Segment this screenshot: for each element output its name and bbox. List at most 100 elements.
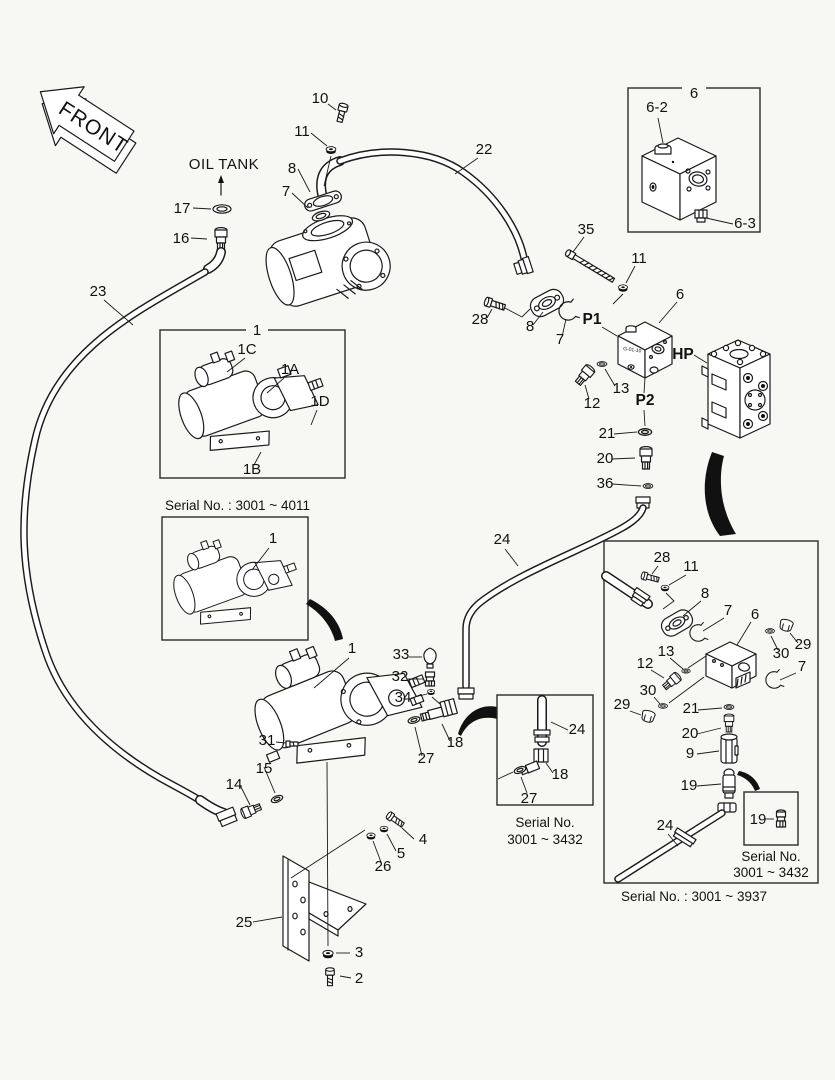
callout-1A: 1A — [281, 361, 299, 378]
part-15-oring — [269, 793, 285, 805]
port-label-p2: P2 — [636, 392, 655, 409]
callout-24-smallbox: 24 — [569, 721, 586, 738]
callout-19-box: 19 — [681, 777, 698, 794]
part-26-washer — [366, 832, 376, 840]
callout-1-box1: 1 — [253, 322, 261, 339]
part-8-flange-mid — [529, 288, 565, 318]
callout-19-inner: 19 — [750, 811, 767, 828]
callout-1D: 1D — [310, 393, 329, 410]
part-29-plug-box-l — [640, 708, 657, 724]
callout-8-mid: 8 — [526, 318, 534, 335]
part-36-oring — [642, 483, 654, 489]
callout-21-mid: 21 — [599, 425, 616, 442]
callout-36: 36 — [597, 475, 614, 492]
callout-16: 16 — [173, 230, 190, 247]
part-27-oring-main — [406, 714, 422, 726]
callout-18-smallbox: 18 — [552, 766, 569, 783]
curved-arrow-small-box — [458, 706, 497, 736]
callout-22: 22 — [476, 141, 493, 158]
callout-8-top: 8 — [288, 160, 296, 177]
block-marking: G-01-10 — [623, 346, 642, 355]
callout-25: 25 — [236, 914, 253, 931]
callout-11-top: 11 — [294, 123, 310, 140]
part-31-bolt — [285, 740, 299, 748]
callout-1-main: 1 — [348, 640, 356, 657]
pump-top-assembly — [265, 215, 391, 307]
part-5-washer — [379, 825, 389, 833]
callout-6-3: 6-3 — [734, 215, 756, 232]
serial-note-3937: Serial No. : 3001 ~ 3937 — [621, 889, 767, 904]
callout-32: 32 — [392, 668, 409, 685]
part-3-nut — [322, 949, 334, 959]
inset-box-6: 6 6-2 6-3 — [627, 82, 761, 233]
serial-note-4011: Serial No. : 3001 ~ 4011 — [165, 498, 310, 513]
hose-24-box — [614, 802, 737, 883]
callout-6-2: 6-2 — [646, 99, 668, 116]
callout-23: 23 — [90, 283, 107, 300]
callout-24-box: 24 — [657, 817, 674, 834]
part-4-bolt — [384, 810, 406, 829]
serial-note-3432-b1: Serial No. — [741, 849, 800, 864]
hose-24-main — [457, 496, 651, 700]
elbow-22-flange — [304, 156, 345, 212]
part-13-washer-mid — [596, 361, 608, 367]
callout-10: 10 — [312, 90, 329, 107]
part-19-fitting-box — [722, 768, 736, 799]
part-14-fitting — [239, 801, 263, 820]
part-28-bolt-box — [639, 570, 661, 584]
callout-28-box: 28 — [654, 549, 671, 566]
callout-7-box-r: 7 — [798, 658, 806, 675]
front-arrow: FRONT — [39, 86, 137, 174]
part-33-breather — [423, 647, 437, 669]
part-29-plug-box-r — [778, 617, 795, 633]
callout-8-box: 8 — [701, 585, 709, 602]
hose-23 — [20, 247, 238, 828]
part-9-valve — [720, 733, 739, 764]
part-32-fitting — [424, 671, 436, 687]
hp-valve-block — [701, 339, 771, 439]
part-21-oring-box — [723, 704, 735, 710]
inset-box-elbow: 24 18 27 — [496, 694, 594, 807]
callout-21-box: 21 — [683, 700, 700, 717]
callout-2: 2 — [355, 970, 363, 987]
hose-22 — [336, 148, 534, 275]
callout-6-mid: 6 — [676, 286, 684, 303]
callout-20-box: 20 — [682, 725, 699, 742]
callout-5: 5 — [397, 845, 405, 862]
callout-30-box-l: 30 — [640, 682, 657, 699]
callout-29-box-r: 29 — [795, 636, 812, 653]
up-arrow-icon — [218, 175, 224, 183]
part-20-fitting-mid — [639, 446, 653, 470]
serial-note-3432-a2: 3001 ~ 3432 — [507, 832, 582, 847]
callout-13-mid: 13 — [613, 380, 630, 397]
callout-29-box-l: 29 — [614, 696, 631, 713]
callout-20-mid: 20 — [597, 450, 614, 467]
serial-note-3432-b2: 3001 ~ 3432 — [733, 865, 808, 880]
callout-1B: 1B — [243, 461, 261, 478]
callout-4: 4 — [419, 831, 427, 848]
part-12-fitting-mid — [572, 362, 597, 388]
callout-18-main: 18 — [447, 734, 464, 751]
inset-box-serial-3937: 19 Serial No. 3001 ~ 3432 28 11 8 7 6 30… — [601, 540, 819, 884]
oil-tank-label: OIL TANK — [189, 156, 259, 173]
curved-arrow-to-box — [704, 452, 736, 536]
part-12-fitting-box — [660, 670, 683, 692]
callout-3: 3 — [355, 944, 363, 961]
callout-12-box: 12 — [637, 655, 654, 672]
main-pump-assembly — [254, 645, 426, 764]
part-21-oring-mid — [637, 428, 653, 436]
part-16-fitting — [214, 227, 228, 251]
part-35-screw — [564, 249, 616, 283]
oil-tank-callout: OIL TANK — [189, 156, 259, 196]
callout-35: 35 — [578, 221, 595, 238]
valve-block-6-main: G-01-10 — [617, 321, 673, 379]
pump-1-assembled-drawing — [173, 539, 297, 625]
part-11-nut-box — [660, 584, 670, 592]
callout-9: 9 — [686, 745, 694, 762]
callout-24-main: 24 — [494, 531, 511, 548]
callout-27-main: 27 — [418, 750, 435, 767]
callout-28-mid: 28 — [472, 311, 489, 328]
callout-31: 31 — [259, 732, 276, 749]
